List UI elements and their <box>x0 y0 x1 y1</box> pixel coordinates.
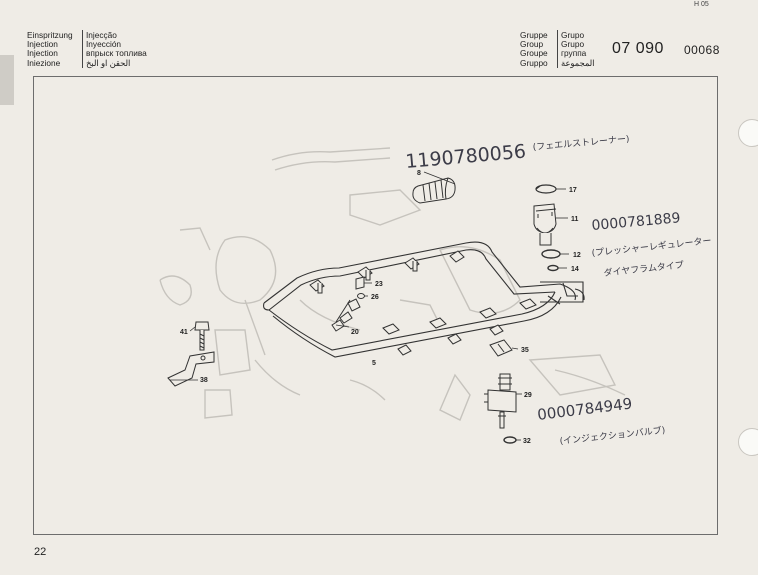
header-group-label: Gruppe Group Groupe Gruppo <box>520 30 548 68</box>
callout-26: 26 <box>371 294 379 301</box>
callout-41: 41 <box>180 329 188 336</box>
handwritten-regulator-part-number: 0000781889 <box>591 210 681 234</box>
section-de: Einspritzung <box>27 30 73 40</box>
page-number: 22 <box>34 546 47 558</box>
header-separator <box>82 30 83 68</box>
handwritten-injector-note: (インジェクションバルブ) <box>559 424 666 447</box>
handwritten-regulator-note-2: ダイヤフラムタイプ <box>603 259 684 279</box>
injector-seal-parts-20-26 <box>331 276 365 332</box>
callout-38: 38 <box>200 377 208 384</box>
group-ru: группа <box>561 48 587 59</box>
circlip-17 <box>535 184 557 194</box>
group-number: 07 090 <box>612 40 664 57</box>
sheet-number: 00068 <box>684 43 720 57</box>
section-en: Injection <box>27 39 58 50</box>
callout-20: 20 <box>351 329 359 336</box>
binder-hole-bottom <box>738 428 758 456</box>
callout-5: 5 <box>372 360 376 367</box>
callout-11: 11 <box>571 216 579 223</box>
edge-shading <box>0 55 14 105</box>
callout-14: 14 <box>571 266 579 273</box>
section-fr: Injection <box>27 48 58 59</box>
group-de: Gruppe <box>520 30 548 40</box>
callout-35: 35 <box>521 347 529 354</box>
callout-12: 12 <box>573 252 581 259</box>
part-callouts: 8 17 11 12 14 23 26 20 41 38 5 35 29 32 <box>180 170 581 445</box>
clip-35 <box>489 339 513 357</box>
rail-mounting-tabs <box>309 250 537 356</box>
header-section-name-2: Injecção Inyección впрыск топлива الحقن … <box>86 30 147 68</box>
faded-background-engine <box>159 147 626 421</box>
callout-32: 32 <box>523 438 531 445</box>
group-en: Group <box>520 39 544 50</box>
group-fr: Groupe <box>520 48 548 59</box>
header-section-name: Einspritzung Injection Injection Iniezio… <box>27 30 73 68</box>
handwritten-filter-note: (フェエルストレーナー) <box>532 134 630 153</box>
callout-8: 8 <box>417 170 421 177</box>
o-rings-12-14 <box>541 249 561 272</box>
callout-23: 23 <box>375 281 383 288</box>
injector-valve-29 <box>484 373 517 429</box>
group-it: Gruppo <box>520 57 548 68</box>
seal-ring-32 <box>503 436 517 444</box>
section-es: Inyección <box>86 39 122 50</box>
group-es: Grupo <box>561 39 585 50</box>
section-it: Iniezione <box>27 57 61 68</box>
diagram-frame <box>33 76 718 535</box>
binder-hole-top <box>738 119 758 147</box>
fuel-rail <box>263 241 585 358</box>
header-separator <box>557 30 558 68</box>
group-ar: المجموعة <box>561 57 595 68</box>
handwritten-regulator-note-1: (プレッシャーレギュレーター <box>591 235 712 259</box>
callout-17: 17 <box>569 187 577 194</box>
pressure-regulator-11 <box>533 203 557 246</box>
header-group-label-2: Grupo Grupo группа المجموعة <box>561 30 595 68</box>
group-pt: Grupo <box>561 30 585 40</box>
screw-41-and-bracket-38 <box>167 321 215 387</box>
handwritten-filter-part-number: 1190780056 <box>405 141 527 173</box>
section-ru: впрыск топлива <box>86 48 147 59</box>
leader-lines <box>170 171 569 441</box>
section-pt: Injecção <box>86 30 117 40</box>
handwritten-injector-part-number: 0000784949 <box>536 394 633 423</box>
section-ar: الحقن او البخ <box>86 57 131 68</box>
corner-code: H 05 <box>694 1 709 8</box>
callout-29: 29 <box>524 392 532 399</box>
